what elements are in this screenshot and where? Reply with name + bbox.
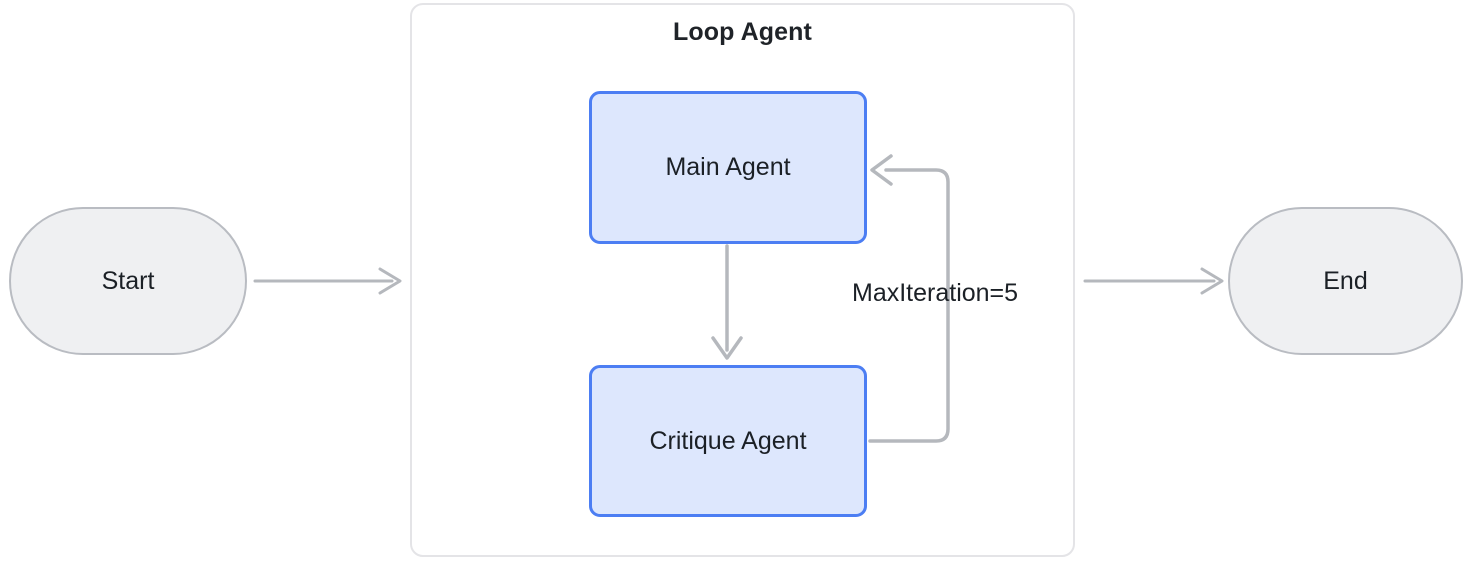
edge-start-to-loop: [253, 267, 402, 295]
edge-label-max-iteration: MaxIteration=5: [852, 279, 1019, 307]
arrowhead-start-to-loop-icon: [378, 267, 402, 295]
node-main-agent[interactable]: Main Agent: [589, 91, 867, 244]
node-critique-agent-label: Critique Agent: [649, 426, 807, 455]
edge-loop-to-end: [1083, 267, 1224, 295]
node-start-label: Start: [101, 266, 155, 295]
node-critique-agent[interactable]: Critique Agent: [589, 365, 867, 517]
node-end-label: End: [1323, 266, 1368, 295]
node-end[interactable]: End: [1228, 207, 1463, 355]
arrowhead-loop-to-end-icon: [1200, 267, 1224, 295]
node-main-agent-label: Main Agent: [665, 153, 791, 181]
node-start[interactable]: Start: [9, 207, 247, 355]
loop-agent-group-title: Loop Agent: [673, 18, 812, 46]
